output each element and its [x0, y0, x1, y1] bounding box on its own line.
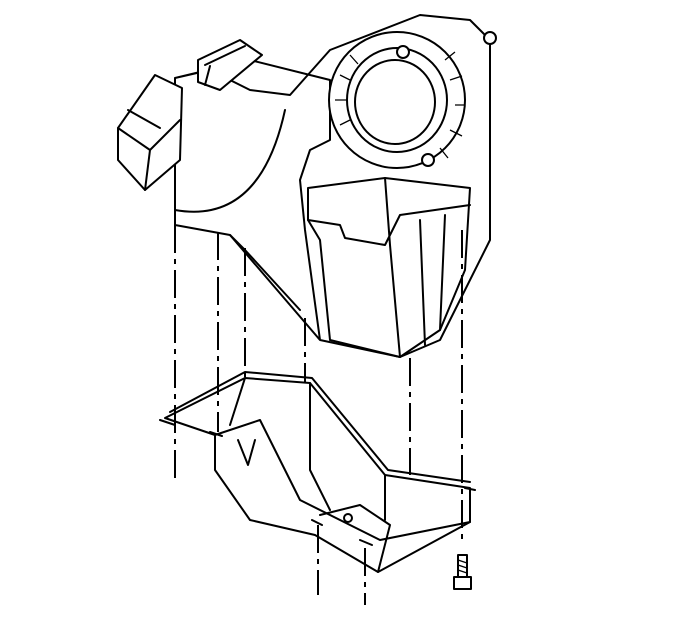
upper-housing [117, 14, 497, 358]
alignment-lines [174, 225, 463, 605]
screw-boss-icon [483, 31, 497, 45]
motor-block [307, 177, 471, 358]
mounting-hole-icon [343, 513, 353, 523]
screw-boss-icon [396, 45, 410, 59]
screw-boss-icon [421, 153, 435, 167]
bolt-icon [453, 554, 472, 590]
outlet-duct [117, 74, 183, 191]
housing-curve [174, 109, 286, 213]
lower-cover [159, 371, 476, 573]
top-vent [197, 39, 263, 91]
blower-opening [346, 47, 448, 153]
